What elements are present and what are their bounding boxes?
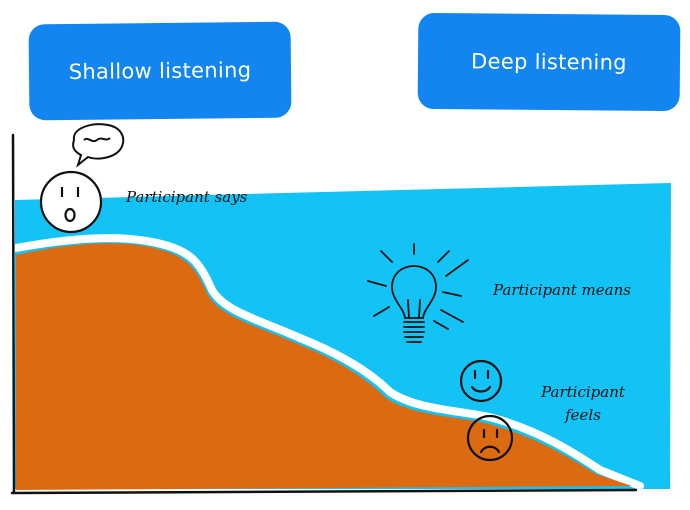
earth-area [16,243,632,490]
participant-feels-line2: feels [565,406,601,424]
participant-feels-label: Participant feels [528,381,638,427]
y-axis [11,133,16,495]
participant-feels-line1: Participant [541,383,625,401]
smiley-face-icon [459,359,503,403]
x-axis [10,488,638,495]
participant-says-label: Participant says [126,188,248,206]
surprised-face-icon [39,170,103,234]
speech-bubble-icon [72,123,125,168]
sad-face-icon [466,414,514,462]
lightbulb-icon [367,243,469,343]
shoreline-highlight [12,234,644,490]
participant-means-label: Participant means [493,281,631,299]
